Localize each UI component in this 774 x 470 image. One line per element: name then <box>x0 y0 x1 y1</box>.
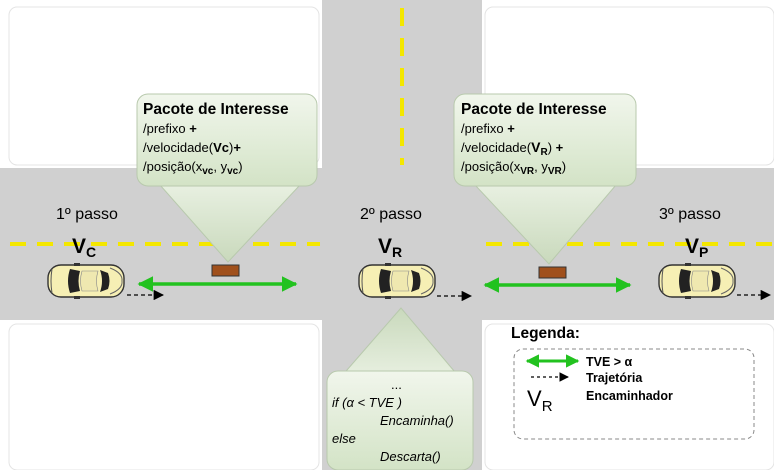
car-r <box>358 262 436 300</box>
code-line-1: ... <box>391 377 402 392</box>
interest-packet-callout-left <box>136 93 318 187</box>
packet-left-title: Pacote de Interesse <box>143 101 289 118</box>
vehicle-label-r: VR <box>378 235 402 260</box>
code-line-3: Encaminha() <box>380 413 454 428</box>
forwarding-decision-callout <box>326 370 474 470</box>
packet-left-line2: /velocidade(Vc)+ <box>143 140 241 155</box>
legend-item-trajectory: Trajetória <box>586 371 643 385</box>
legend-title: Legenda: <box>511 325 580 342</box>
step-1-label: 1º passo <box>56 206 118 223</box>
packet-icon-right <box>538 266 567 279</box>
block-bottom-left <box>8 323 320 470</box>
vehicle-label-p: VP <box>685 235 708 260</box>
code-line-4: else <box>332 431 356 446</box>
legend-item-forwarder: Encaminhador <box>586 389 673 403</box>
packet-right-title: Pacote de Interesse <box>461 101 607 118</box>
packet-left-line3: /posição(xvc, yvc) <box>143 159 243 177</box>
interest-packet-callout-right <box>453 93 637 187</box>
packet-right-line2: /velocidade(VR) + <box>461 139 564 158</box>
legend-item-range: TVE > α <box>586 355 633 369</box>
packet-right-line3: /posição(xVR, yVR) <box>461 159 566 177</box>
code-line-5: Descarta() <box>380 449 441 464</box>
code-line-2: if (α < TVE ) <box>332 395 402 410</box>
legend-forwarder-symbol: VR <box>527 386 553 415</box>
step-3-label: 3º passo <box>659 206 721 223</box>
step-2-label: 2º passo <box>360 206 422 223</box>
legend-box <box>513 348 755 440</box>
packet-icon-left <box>211 264 240 277</box>
packet-left-line1: /prefixo + <box>143 121 197 136</box>
car-c <box>47 262 125 300</box>
vehicle-label-c: VC <box>72 235 96 260</box>
car-p <box>658 262 736 300</box>
packet-right-line1: /prefixo + <box>461 121 515 136</box>
